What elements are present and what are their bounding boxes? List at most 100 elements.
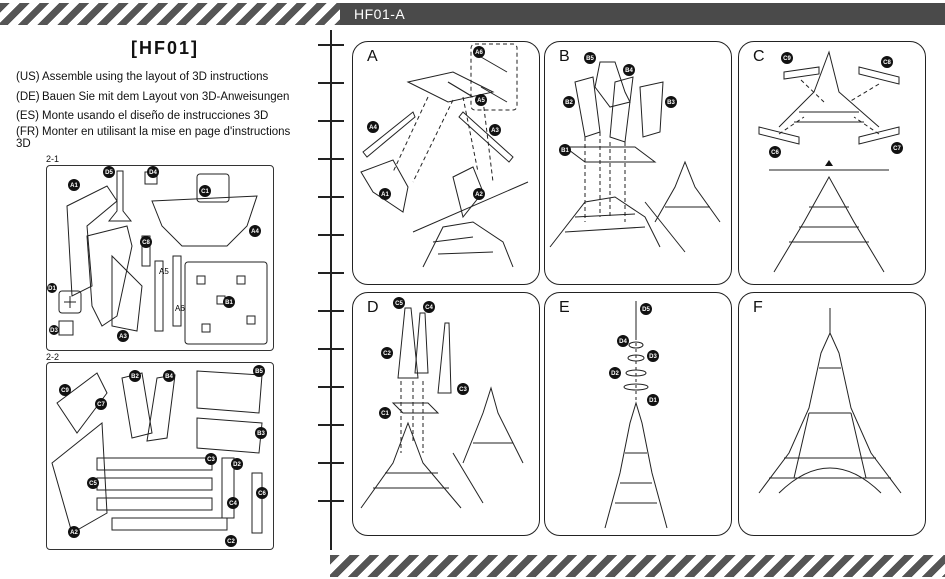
instruction-es: (ES)Monte usando el diseño de instruccio…: [16, 110, 316, 122]
header-bar: HF01-A: [340, 3, 945, 25]
svg-text:A1: A1: [70, 183, 78, 189]
step-f-completed-tower: [758, 308, 902, 494]
svg-text:D2: D2: [233, 462, 241, 468]
step-letter: F: [753, 299, 763, 316]
svg-text:C4: C4: [229, 501, 237, 507]
footer-stripes: [330, 555, 945, 577]
instruction-fr: (FR)Monter en utilisant la mise en page …: [16, 126, 306, 150]
svg-text:A6: A6: [175, 304, 185, 313]
svg-text:C9: C9: [61, 388, 69, 394]
step-e-drawing: D5 D4 D3 D2 D1: [604, 301, 668, 529]
header-title: HF01-A: [354, 6, 406, 22]
svg-text:C6: C6: [258, 491, 266, 497]
svg-text:A3: A3: [119, 334, 127, 340]
parts-sheet-2: C9 B2 B4 B5 C7 B3 C3 D2 C5 C4 C6 A2 C2: [46, 362, 274, 550]
parts-sheet-1: A1 D5 D4 C1 A4 C8 A5 A6 B1 D1 D3 A3: [46, 165, 274, 351]
header-stripes-left: [0, 3, 340, 25]
step-panel-d: C5 C4 C2 C3 C1 D: [352, 292, 540, 536]
svg-text:A5: A5: [159, 267, 169, 276]
svg-text:B2: B2: [131, 374, 139, 380]
sheet-label-1: 2-1: [46, 154, 60, 164]
step-panel-e: D5 D4 D3 D2 D1 E: [544, 292, 732, 536]
step-d-badges: C5 C4 C2 C3 C1: [379, 297, 469, 419]
svg-text:C2: C2: [227, 539, 235, 545]
svg-text:C1: C1: [201, 189, 209, 195]
svg-text:B3: B3: [667, 100, 675, 106]
spine-tick: [318, 272, 344, 274]
svg-text:C9: C9: [783, 56, 791, 62]
svg-text:B5: B5: [255, 369, 263, 375]
svg-text:D1: D1: [649, 398, 657, 404]
svg-text:C5: C5: [89, 481, 97, 487]
sheet-label-2: 2-2: [46, 352, 60, 362]
product-title: [HF01]: [130, 38, 199, 58]
step-panel-b: B5 B4 B2 B3 B1 B: [544, 41, 732, 285]
step-panel-a: A6 A5 A4 A3 A1 A2 A: [352, 41, 540, 285]
parts-sheet-1-drawing: A1 D5 D4 C1 A4 C8 A5 A6 B1 D1 D3 A3: [47, 166, 268, 345]
spine-tick: [318, 158, 344, 160]
svg-text:B1: B1: [225, 300, 233, 306]
svg-text:D2: D2: [611, 371, 619, 377]
svg-text:B4: B4: [165, 374, 173, 380]
svg-text:C3: C3: [207, 457, 215, 463]
svg-text:D4: D4: [149, 170, 157, 176]
spine-tick: [318, 120, 344, 122]
step-b-drawing: B5 B4 B2 B3 B1: [549, 52, 721, 253]
svg-text:A2: A2: [70, 530, 78, 536]
spine-tick: [318, 310, 344, 312]
spine-tick: [318, 462, 344, 464]
step-panel-f: F: [738, 292, 926, 536]
step-a-badges: A6 A5 A4 A3 A1 A2: [367, 46, 501, 200]
instruction-text: Bauen Sie mit dem Layout von 3D-Anweisun…: [42, 91, 290, 103]
spine-tick: [318, 500, 344, 502]
lang-code: (DE): [16, 91, 40, 103]
sheet-2-badges: C9 B2 B4 B5 C7 B3 C3 D2 C5 C4 C6 A2 C2: [59, 365, 268, 547]
svg-text:A1: A1: [381, 192, 389, 198]
binding-spine: [330, 30, 332, 550]
svg-text:D5: D5: [642, 307, 650, 313]
svg-text:C4: C4: [425, 305, 433, 311]
svg-text:A3: A3: [491, 128, 499, 134]
step-letter: E: [559, 299, 570, 316]
svg-text:B4: B4: [625, 68, 633, 74]
svg-text:B3: B3: [257, 431, 265, 437]
spine-tick: [318, 44, 344, 46]
lang-code: (ES): [16, 110, 39, 122]
svg-text:C6: C6: [771, 150, 779, 156]
svg-text:A6: A6: [475, 50, 483, 56]
svg-text:C5: C5: [395, 301, 403, 307]
spine-tick: [318, 196, 344, 198]
svg-text:A4: A4: [369, 125, 377, 131]
step-letter: B: [559, 48, 570, 65]
svg-text:D4: D4: [619, 339, 627, 345]
svg-text:D5: D5: [105, 170, 113, 176]
lang-code: (US): [16, 71, 40, 83]
svg-text:C8: C8: [883, 60, 891, 66]
spine-tick: [318, 424, 344, 426]
parts-sheet-2-drawing: C9 B2 B4 B5 C7 B3 C3 D2 C5 C4 C6 A2 C2: [51, 365, 268, 547]
svg-text:C2: C2: [383, 351, 391, 357]
instruction-text: Monte usando el diseño de instrucciones …: [42, 110, 269, 122]
step-c-badges: C9 C8 C6 C7: [769, 52, 903, 158]
svg-text:A4: A4: [251, 229, 259, 235]
spine-tick: [318, 386, 344, 388]
instruction-de: (DE)Bauen Sie mit dem Layout von 3D-Anwe…: [16, 91, 316, 103]
spine-tick: [318, 234, 344, 236]
svg-text:A5: A5: [477, 98, 485, 104]
step-a-drawing: A6 A5 A4 A3 A1 A2: [360, 43, 529, 268]
instruction-text: Assemble using the layout of 3D instruct…: [42, 71, 269, 83]
svg-text:D3: D3: [649, 354, 657, 360]
step-letter: D: [367, 299, 379, 316]
spine-tick: [318, 348, 344, 350]
spine-tick: [318, 82, 344, 84]
svg-text:D3: D3: [50, 328, 58, 334]
svg-text:C8: C8: [142, 240, 150, 246]
svg-text:C1: C1: [381, 411, 389, 417]
sheet-1-badges: A1 D5 D4 C1 A4 C8 A5 A6 B1 D1 D3 A3: [47, 166, 261, 342]
step-c-drawing: C9 C8 C6 C7: [758, 50, 903, 273]
step-panel-c: C9 C8 C6 C7 C: [738, 41, 926, 285]
svg-text:B1: B1: [561, 148, 569, 154]
svg-text:B2: B2: [565, 100, 573, 106]
step-letter: A: [367, 48, 378, 65]
svg-text:C7: C7: [893, 146, 901, 152]
